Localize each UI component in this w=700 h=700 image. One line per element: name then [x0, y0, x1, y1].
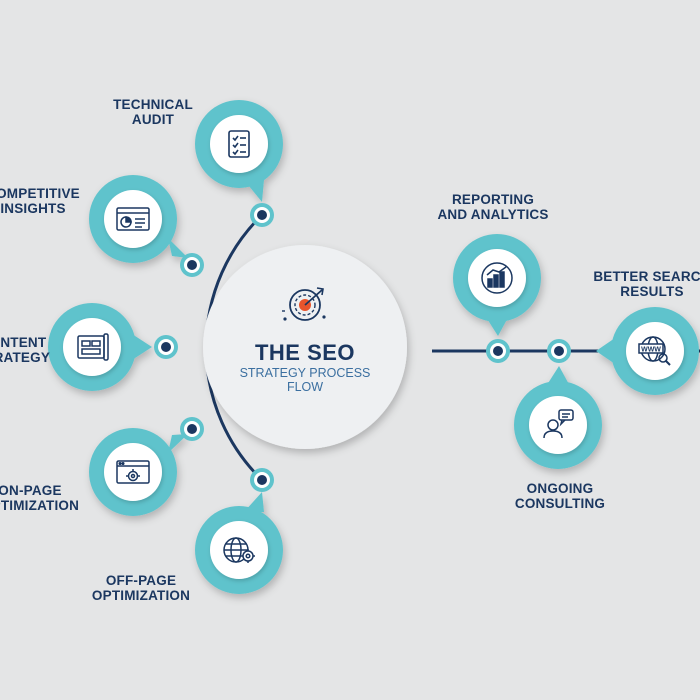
label-better-search-results: BETTER SEARCH RESULTS: [592, 269, 700, 299]
browser-gear-icon: [116, 460, 150, 484]
connector-dots: [154, 203, 571, 492]
label-technical-audit: TECHNICAL AUDIT: [103, 97, 203, 127]
label-competitive-insights: COMPETITIVE INSIGHTS: [0, 186, 88, 216]
analytics-window-icon: [116, 207, 150, 231]
label-on-page-optimization: ON-PAGE OPTIMIZATION: [0, 483, 90, 513]
label-line: INSIGHTS: [0, 201, 66, 216]
svg-text:WWW: WWW: [641, 347, 661, 354]
label-content-strategy: CONTENT STRATEGY: [0, 335, 63, 365]
label-line: CONTENT: [0, 335, 47, 350]
label-line: ONGOING: [526, 481, 594, 496]
label-line: COMPETITIVE: [0, 186, 80, 201]
blueprint-icon: [77, 333, 109, 361]
center-title: THE SEO: [254, 340, 356, 365]
center-subtitle: STRATEGY PROCESS FLOW: [205, 366, 405, 394]
label-line: CONSULTING: [514, 496, 606, 511]
label-line: TECHNICAL: [113, 97, 193, 112]
target-arrow-icon: [282, 287, 326, 321]
label-line: REPORTING: [451, 192, 535, 207]
label-line: AND ANALYTICS: [437, 207, 549, 222]
label-line: ON-PAGE: [0, 483, 62, 498]
label-line: RESULTS: [620, 284, 684, 299]
label-line: BETTER SEARCH: [593, 269, 700, 284]
label-line: OPTIMIZATION: [91, 588, 191, 603]
label-line: OPTIMIZATION: [0, 498, 80, 513]
center-subtitle-line: STRATEGY PROCESS: [239, 366, 371, 380]
label-line: OFF-PAGE: [105, 573, 177, 588]
label-line: STRATEGY: [0, 350, 51, 365]
globe-gear-icon: [223, 537, 255, 563]
center-hub: [203, 245, 407, 449]
center-subtitle-line: FLOW: [286, 380, 324, 394]
bar-chart-icon: [481, 262, 513, 294]
label-off-page-optimization: OFF-PAGE OPTIMIZATION: [81, 573, 201, 603]
consultant-chat-icon: [543, 409, 574, 439]
checklist-icon: [228, 130, 250, 158]
label-line: AUDIT: [131, 112, 175, 127]
www-search-icon: WWW: [638, 336, 671, 366]
label-reporting-analytics: REPORTING AND ANALYTICS: [433, 192, 553, 222]
label-ongoing-consulting: ONGOING CONSULTING: [500, 481, 620, 511]
